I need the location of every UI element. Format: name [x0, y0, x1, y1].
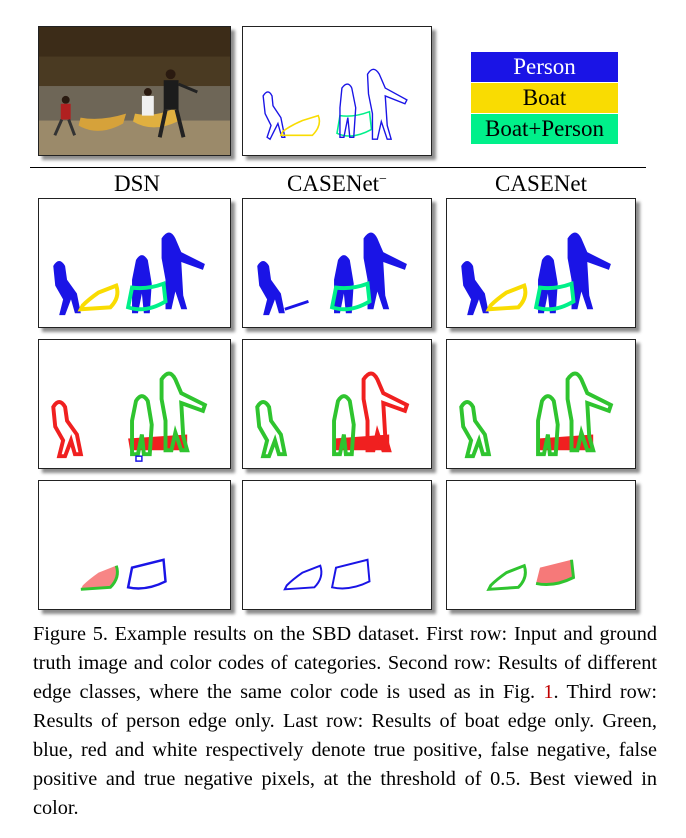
result-row2-casenet-minus — [242, 198, 432, 328]
casenet-minus-label: CASENet — [287, 171, 380, 196]
legend-person: Person — [471, 52, 618, 82]
casenet-minus-superscript: − — [379, 172, 387, 187]
legend-boat: Boat — [471, 83, 618, 113]
figure-caption: Figure 5. Example results on the SBD dat… — [33, 620, 657, 823]
column-header-casenet-minus: CASENet− — [242, 171, 432, 197]
legend-boat-person: Boat+Person — [471, 114, 618, 144]
caption-text-2: . Third row: Results of person edge only… — [33, 681, 657, 819]
result-row3-dsn — [38, 339, 231, 469]
caption-text-1: Figure 5. Example results on the SBD dat… — [33, 623, 657, 703]
result-row2-dsn — [38, 198, 231, 328]
result-row4-casenet — [446, 480, 636, 610]
figure-reference-link[interactable]: 1 — [543, 681, 554, 703]
result-row3-casenet — [446, 339, 636, 469]
ground-truth-panel — [242, 26, 432, 156]
result-row4-casenet-minus — [242, 480, 432, 610]
result-row2-casenet — [446, 198, 636, 328]
column-header-casenet: CASENet — [495, 171, 587, 196]
result-row4-dsn — [38, 480, 231, 610]
column-header-dsn: DSN — [113, 171, 160, 196]
input-photo — [38, 26, 231, 156]
result-row3-casenet-minus — [242, 339, 432, 469]
row-separator — [30, 167, 646, 168]
